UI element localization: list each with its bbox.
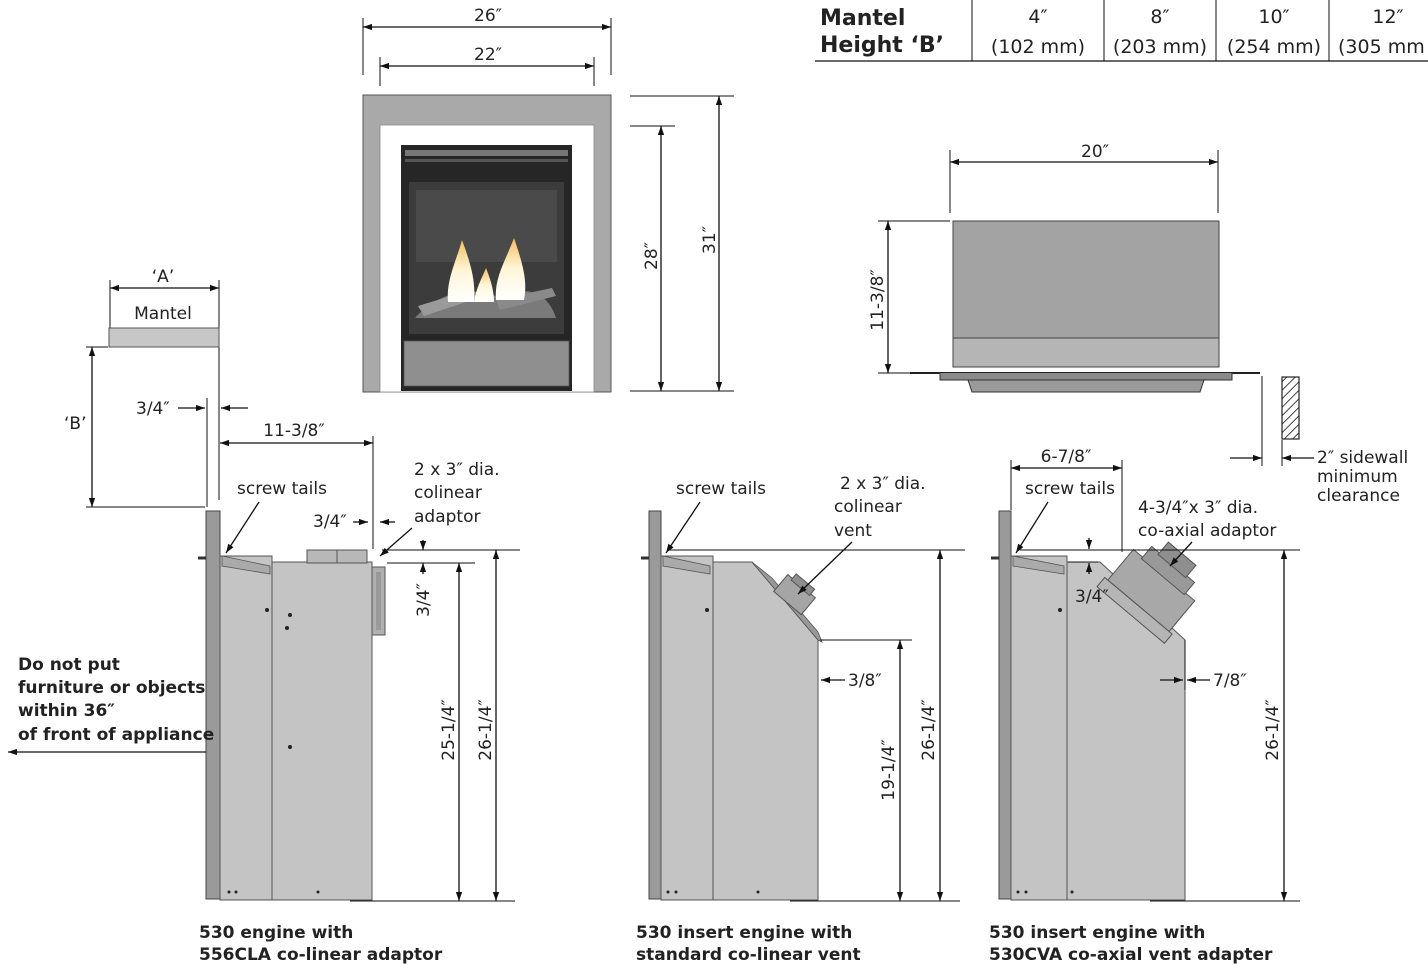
side3-top-offset: 3/4″: [1075, 587, 1109, 607]
table-col3-in: 10″: [1258, 6, 1289, 28]
side2-screw-tails: screw tails: [676, 479, 766, 499]
sidewall-line1: 2″ sidewall: [1317, 448, 1408, 468]
sidewall-line2: minimum: [1317, 467, 1398, 487]
mantel-offset: 3/4″: [136, 399, 170, 419]
side3-adapter-line1: 4-3/4″x 3″ dia.: [1138, 498, 1258, 518]
side1-caption-line1: 530 engine with: [199, 923, 353, 943]
table-col4-mm: (305 mm: [1338, 36, 1425, 58]
side2-height-low: 19-1/4″: [879, 739, 899, 800]
front-height-outer: 31″: [700, 226, 720, 254]
side2-vent-line1: 2 x 3″ dia.: [840, 474, 926, 494]
side2-caption-line1: 530 insert engine with: [636, 923, 852, 943]
side3-adapter-line2: co-axial adaptor: [1138, 521, 1276, 541]
side1-screw-tails: screw tails: [237, 479, 327, 499]
side3-offset: 7/8″: [1213, 671, 1247, 691]
side1-vert-offset: 3/4″: [414, 583, 434, 617]
mantel-b-label: ‘B’: [64, 414, 86, 434]
warning-line4: of front of appliance: [18, 725, 214, 745]
side-view-3-dimensions: 6-7/8″ screw tails 4-3/4″x 3″ dia. co-ax…: [989, 447, 1300, 965]
side2-offset: 3/8″: [848, 671, 882, 691]
table-col2-mm: (203 mm): [1113, 36, 1207, 58]
mantel-title: Mantel: [134, 304, 192, 324]
top-width: 20″: [1081, 142, 1109, 162]
side1-adaptor-line1: 2 x 3″ dia.: [414, 460, 500, 480]
side3-screw-tails: screw tails: [1025, 479, 1115, 499]
sidewall-line3: clearance: [1317, 486, 1400, 506]
side2-caption-line2: standard co-linear vent: [636, 945, 861, 965]
side1-depth: 11-3/8″: [263, 421, 324, 441]
top-depth: 11-3/8″: [868, 269, 888, 330]
side-view-1-dimensions: 11-3/8″ screw tails 2 x 3″ dia. colinear…: [8, 421, 520, 965]
sidewall-clearance: 2″ sidewall minimum clearance: [1230, 376, 1408, 506]
front-view-dimensions: 26″ 22″ 28″ 31″: [362, 6, 734, 392]
front-height-inner: 28″: [642, 242, 662, 270]
side1-height-inner: 25-1/4″: [439, 699, 459, 760]
side-view-2-dimensions: screw tails 2 x 3″ dia. colinear vent 3/…: [636, 474, 965, 965]
side3-height: 26-1/4″: [1263, 699, 1283, 760]
side1-adaptor-line3: adaptor: [414, 507, 480, 527]
mantel-a-label: ‘A’: [152, 267, 174, 287]
table-header-line2: Height ‘B’: [820, 33, 944, 58]
side1-height-outer: 26-1/4″: [476, 699, 496, 760]
side-view-3-engine: [991, 510, 1197, 901]
mantel-shelf: [108, 327, 220, 348]
side2-height: 26-1/4″: [919, 699, 939, 760]
top-view-engine: [910, 220, 1260, 393]
table-header-line1: Mantel: [820, 6, 905, 31]
front-width-inner: 22″: [474, 45, 502, 65]
side3-depth: 6-7/8″: [1041, 447, 1092, 467]
side-view-1-engine: [198, 510, 386, 901]
front-width-outer: 26″: [474, 6, 502, 26]
side-view-2-engine: [641, 510, 823, 901]
table-col2-in: 8″: [1150, 6, 1169, 28]
table-col1-mm: (102 mm): [991, 36, 1085, 58]
mantel-height-table: Mantel Height ‘B’ 4″ (102 mm) 8″ (203 mm…: [815, 0, 1428, 62]
top-view-dimensions: 20″ 11-3/8″: [868, 142, 1219, 374]
mantel-section: ‘A’ Mantel ‘B’ 3/4″: [64, 267, 248, 508]
flame-right: [495, 238, 526, 300]
warning-line3: within 36″: [18, 701, 115, 721]
side3-caption-line2: 530CVA co-axial vent adapter: [989, 945, 1273, 965]
table-col4-in: 12″: [1372, 6, 1403, 28]
warning-line1: Do not put: [18, 655, 120, 675]
side2-vent-line3: vent: [834, 521, 872, 541]
front-view-fireplace: [362, 94, 612, 393]
side1-caption-line2: 556CLA co-linear adaptor: [199, 945, 443, 965]
flame-left: [447, 240, 475, 302]
table-col3-mm: (254 mm): [1227, 36, 1321, 58]
side1-top-offset: 3/4″: [313, 512, 347, 532]
table-col1-in: 4″: [1028, 6, 1047, 28]
warning-line2: furniture or objects: [18, 678, 205, 698]
side3-caption-line1: 530 insert engine with: [989, 923, 1205, 943]
side2-vent-line2: colinear: [834, 497, 902, 517]
side1-adaptor-line2: colinear: [414, 483, 482, 503]
